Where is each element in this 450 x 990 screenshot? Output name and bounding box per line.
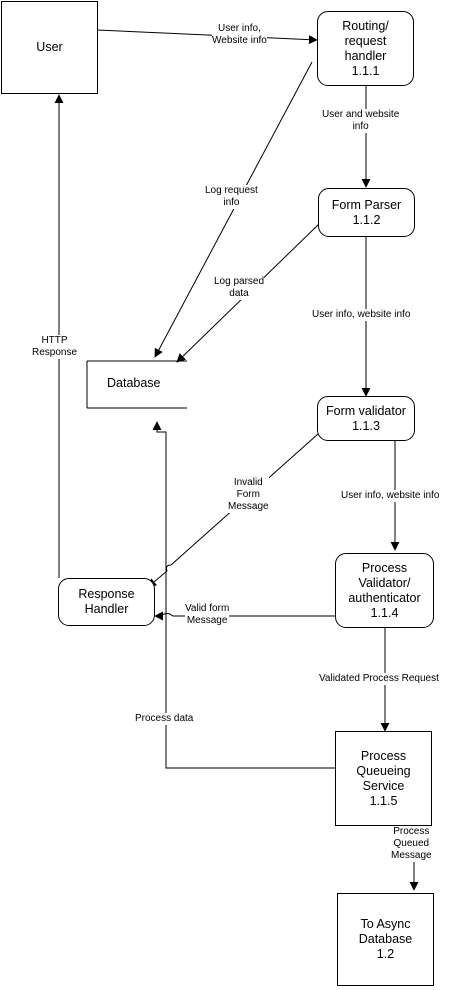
label-process-to-queue: Validated Process Request <box>319 673 439 685</box>
async-database-entity-line: To Async <box>360 917 411 931</box>
user-entity-line: User <box>36 40 63 54</box>
process-queueing-service-line: Queueing <box>356 763 411 778</box>
process-validator-process-line: 1.1.4 <box>370 605 399 620</box>
label-response-to-user-line: Response <box>32 347 78 358</box>
label-queue-to-database-line: Process data <box>135 713 194 724</box>
flow-validator-to-response <box>147 433 319 588</box>
label-queue-to-async-line: Process <box>393 826 430 837</box>
label-parser-to-database-line: Log parsed <box>214 276 265 287</box>
label-parser-to-validator: User info, website info <box>312 309 411 321</box>
routing-request-handler-process-line: Routing/ <box>342 18 389 33</box>
process-queueing-service-line: 1.1.5 <box>369 793 398 808</box>
async-database-entity-line: 1.2 <box>376 947 395 961</box>
routing-request-handler-process-line: 1.1.1 <box>351 63 380 78</box>
label-routing-to-parser-line: User and website <box>322 109 400 120</box>
response-handler-process-line: Response <box>78 587 135 601</box>
label-validator-to-process-line: User info, website info <box>341 490 440 501</box>
label-queue-to-async-line: Message <box>391 850 432 861</box>
form-validator-process-line: 1.1.3 <box>352 418 380 433</box>
process-validator-process-line: Process <box>361 560 408 575</box>
label-validator-to-process: User info, website info <box>341 490 440 502</box>
routing-request-handler-process-line: handler <box>344 48 387 63</box>
async-database-entity-line: Database <box>358 932 413 946</box>
user-entity: User <box>1 1 98 94</box>
flow-queue-to-database <box>152 421 335 769</box>
database-store-label-line: Database <box>107 376 161 390</box>
label-parser-to-validator-line: User info, website info <box>312 309 411 320</box>
flow-user-to-routing <box>96 29 318 45</box>
label-user-to-routing-line: User info, <box>218 23 261 34</box>
label-queue-to-async-line: Queued <box>393 838 430 849</box>
routing-request-handler-process-line: request <box>344 33 387 48</box>
process-validator-process-line: Validator/ <box>358 575 411 590</box>
label-validator-to-response-line: Form <box>236 489 260 500</box>
process-validator-process-line: authenticator <box>348 590 421 605</box>
form-parser-process-line: Form Parser <box>331 197 402 212</box>
database-store-label: Database <box>107 376 161 390</box>
process-queueing-service-line: Process <box>360 748 407 763</box>
label-process-to-queue-line: Validated Process Request <box>319 673 439 684</box>
flow-routing-to-database <box>154 61 313 358</box>
label-user-to-routing-line: Website info <box>212 35 267 46</box>
label-response-to-user-line: HTTP <box>41 335 68 346</box>
label-validator-to-response-line: Message <box>228 501 269 512</box>
label-validator-to-response-line: Invalid <box>233 477 263 488</box>
response-handler-process-line: Handler <box>84 602 129 616</box>
process-queueing-service-line: Service <box>362 778 405 793</box>
label-parser-to-database-line: data <box>229 288 249 299</box>
label-routing-to-database-line: info <box>223 197 240 208</box>
flow-process-to-response <box>154 611 335 621</box>
label-process-to-response-line: Message <box>186 615 228 626</box>
label-routing-to-database-line: Log request <box>205 185 258 196</box>
form-validator-process-line: Form validator <box>326 403 406 418</box>
label-queue-to-database: Process data <box>135 713 194 725</box>
label-routing-to-parser-line: info <box>352 121 369 132</box>
label-process-to-response-line: Valid form <box>185 603 230 614</box>
form-parser-process-line: 1.1.2 <box>352 212 381 227</box>
label-user-to-routing: User info,Website info <box>212 23 267 47</box>
